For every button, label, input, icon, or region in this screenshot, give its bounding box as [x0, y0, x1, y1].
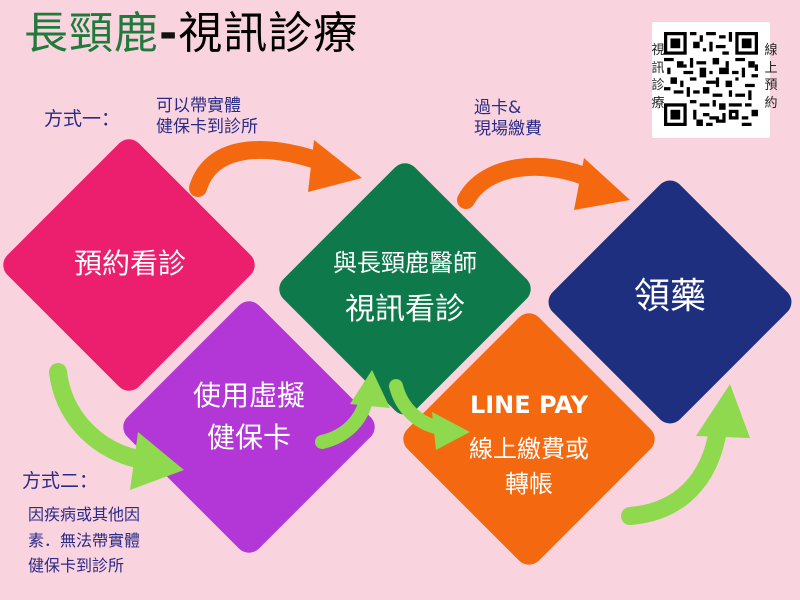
onsite-payment-note: 過卡& 現場繳費 — [474, 98, 542, 141]
step-video-doctor-label: 與長頸鹿醫師 — [333, 249, 477, 277]
page-title: 長頸鹿-視訊診療 — [24, 8, 358, 61]
title-service: 視訊診療 — [178, 8, 359, 59]
qr-left-label: 視訊診療 — [651, 43, 665, 111]
method-two-desc-line: 因疾病或其他因 — [28, 505, 141, 524]
arrow-video-to-medicine-head — [574, 158, 630, 210]
step-linepay-line: 轉帳 — [505, 469, 553, 498]
method-one-description: 可以帶實體 健保卡到診所 — [156, 96, 258, 139]
method-one-desc-line: 健保卡到診所 — [156, 117, 258, 138]
qr-code-icon[interactable] — [664, 32, 758, 126]
onsite-payment-line: 過卡& — [474, 98, 522, 118]
step-linepay-line: 線上繳費或 — [469, 435, 589, 463]
step-video-label: 視訊看診 — [345, 292, 465, 327]
step-linepay-label: 線上繳費或 轉帳 — [436, 432, 622, 502]
method-two-description: 因疾病或其他因 素．無法帶實體 健保卡到診所 — [28, 502, 140, 579]
method-two-desc-line: 素．無法帶實體 — [28, 530, 141, 550]
qr-right-label: 線上預約 — [764, 43, 778, 111]
step-virtual-card-line: 使用虛擬 — [192, 379, 305, 412]
title-brand: 長頸鹿 — [24, 8, 159, 59]
title-dash: - — [159, 8, 179, 59]
method-one-desc-line: 可以帶實體 — [156, 96, 241, 116]
onsite-payment-line: 現場繳費 — [474, 119, 542, 140]
arrow-book-to-video — [189, 141, 331, 197]
method-two-desc-line: 健保卡到診所 — [28, 556, 125, 576]
step-linepay-brand: LINE PAY — [469, 391, 589, 419]
arrow-video-to-medicine — [457, 157, 603, 209]
step-medicine-label: 領藥 — [633, 276, 706, 317]
arrow-book-to-video-head — [308, 140, 362, 192]
method-one-heading: 方式一： — [44, 108, 121, 130]
method-two-heading: 方式二： — [22, 470, 99, 492]
step-book-label: 預約看診 — [73, 247, 186, 280]
step-virtual-card-line: 健保卡 — [206, 421, 291, 454]
step-virtual-card-label: 使用虛擬 健保卡 — [156, 375, 342, 459]
